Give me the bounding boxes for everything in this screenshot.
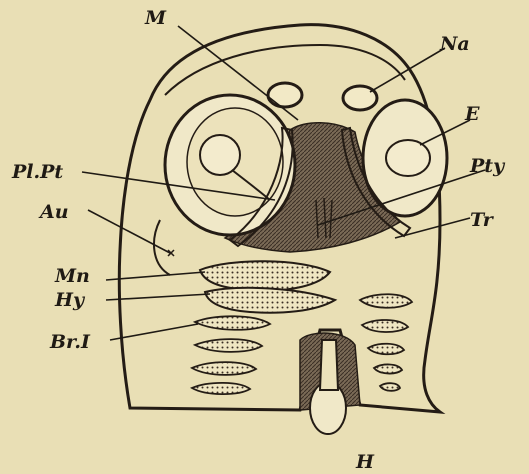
label-H: H: [355, 451, 375, 473]
mandibular-arch: [200, 261, 330, 290]
left-branchial-arches: [192, 316, 270, 394]
heart-tube: [320, 340, 338, 390]
label-Pty: Pty: [469, 155, 506, 177]
left-nasal-pit: [268, 83, 302, 107]
label-PlPt: Pl.Pt: [11, 161, 63, 183]
right-nasal-pit: [343, 86, 377, 110]
left-lens: [200, 135, 240, 175]
right-lens: [386, 140, 430, 176]
hyoid-arch: [205, 288, 335, 313]
auditory-region: [154, 220, 170, 275]
label-M: M: [144, 7, 167, 29]
label-Na: Na: [439, 33, 470, 55]
label-Au: Au: [38, 201, 69, 223]
right-branchial-arches: [360, 294, 412, 391]
label-E: E: [464, 103, 480, 125]
label-Hy: Hy: [54, 289, 86, 311]
label-BrI: Br.I: [49, 331, 91, 353]
label-Tr: Tr: [470, 209, 495, 231]
label-Mn: Mn: [54, 265, 90, 287]
